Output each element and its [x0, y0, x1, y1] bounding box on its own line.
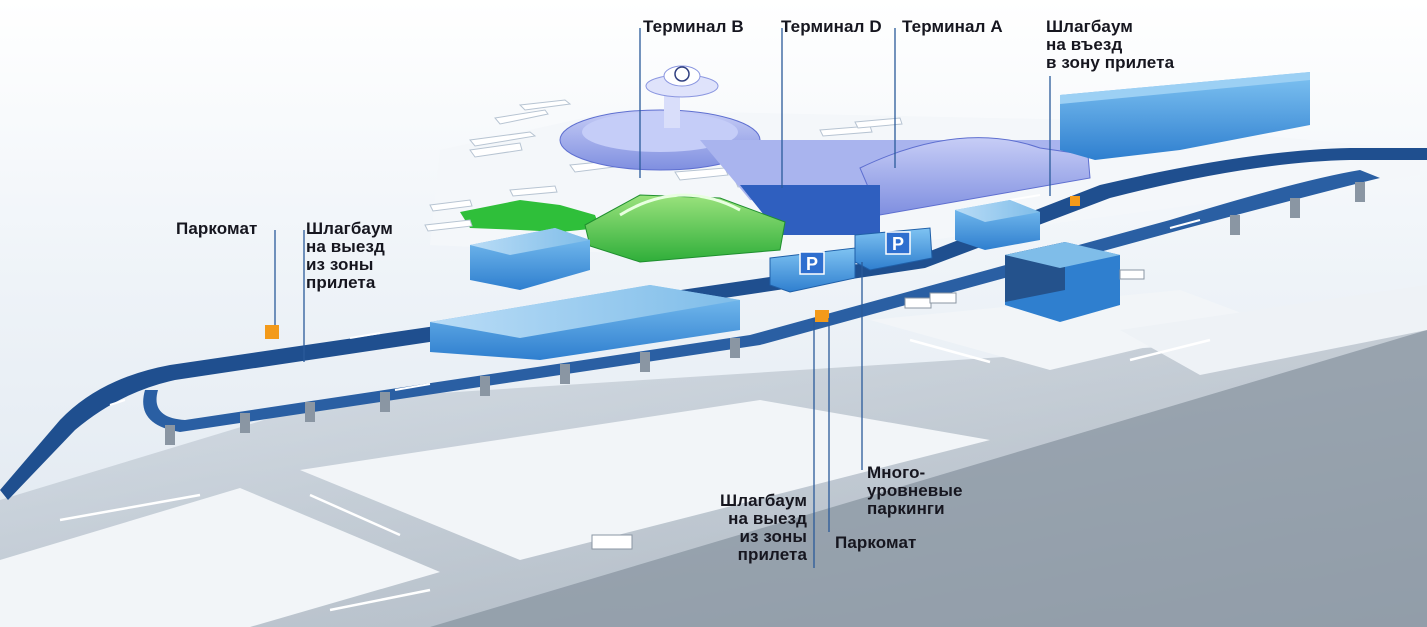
- parking-meter-bottom-marker: [815, 310, 829, 322]
- ground-plot-far-right: [1120, 285, 1427, 375]
- label-barrier-exit-bottom: Шлагбаум на выезд из зоны прилета: [700, 492, 807, 564]
- ground-arrows: [59, 338, 1211, 612]
- parking-building-2: [854, 227, 933, 271]
- cube-building: [1005, 242, 1120, 322]
- label-barrier-exit-bottom-line1: Шлагбаум: [720, 491, 807, 510]
- label-barrier-entry: Шлагбаум на въезд в зону прилета: [1046, 18, 1174, 72]
- label-multilevel-parking: Много- уровневые паркинги: [867, 464, 963, 518]
- ground-plot-bottom-left: [0, 488, 440, 627]
- label-barrier-exit-left-line2: на выезд: [306, 237, 385, 256]
- ground-plot-right: [870, 290, 1260, 370]
- terminal-green-building: [584, 193, 786, 263]
- label-multilevel-parking-line3: паркинги: [867, 499, 945, 518]
- label-barrier-exit-bottom-line4: прилета: [737, 545, 807, 564]
- terminal-b-building: [559, 65, 761, 171]
- hotel-building: [1060, 72, 1310, 160]
- parking-sign-2: P: [892, 234, 904, 254]
- label-barrier-entry-line2: на въезд: [1046, 35, 1123, 54]
- label-barrier-exit-bottom-line3: из зоны: [739, 527, 807, 546]
- label-barrier-entry-line3: в зону прилета: [1046, 53, 1175, 72]
- label-barrier-exit-left: Шлагбаум на выезд из зоны прилета: [306, 220, 393, 292]
- asphalt-dark: [430, 330, 1427, 627]
- label-multilevel-parking-line1: Много-: [867, 463, 926, 482]
- parking-building-1: [769, 247, 856, 293]
- pavilion-bottom: [430, 285, 740, 360]
- label-barrier-exit-left-line4: прилета: [306, 273, 376, 292]
- label-terminal-a: Терминал A: [902, 17, 1003, 36]
- green-structure-left: [460, 200, 600, 232]
- pavilion-left: [470, 228, 590, 290]
- road-loop-lower: [143, 170, 1380, 432]
- buses: [591, 269, 1145, 550]
- label-multilevel-parking-line2: уровневые: [867, 481, 963, 500]
- label-parking-meter-left: Паркомат: [176, 219, 258, 238]
- label-terminal-d: Терминал D: [781, 17, 882, 36]
- label-terminal-b: Терминал B: [643, 17, 744, 36]
- label-barrier-entry-line1: Шлагбаум: [1046, 17, 1133, 36]
- label-barrier-exit-left-line3: из зоны: [306, 255, 374, 274]
- terminal-d-a-building: [700, 137, 1091, 235]
- parking-sign-1: P: [806, 254, 818, 274]
- road-pillars: [165, 182, 1365, 445]
- label-parking-meter-bottom: Паркомат: [835, 533, 917, 552]
- label-barrier-exit-bottom-line2: на выезд: [728, 509, 807, 528]
- parking-meter-left-marker: [265, 325, 279, 339]
- booth-terminal-a: [955, 200, 1040, 250]
- ground-plot-middle: [300, 400, 990, 560]
- label-barrier-exit-left-line1: Шлагбаум: [306, 219, 393, 238]
- barrier-entry-marker: [1070, 196, 1080, 206]
- airplanes: [424, 99, 903, 232]
